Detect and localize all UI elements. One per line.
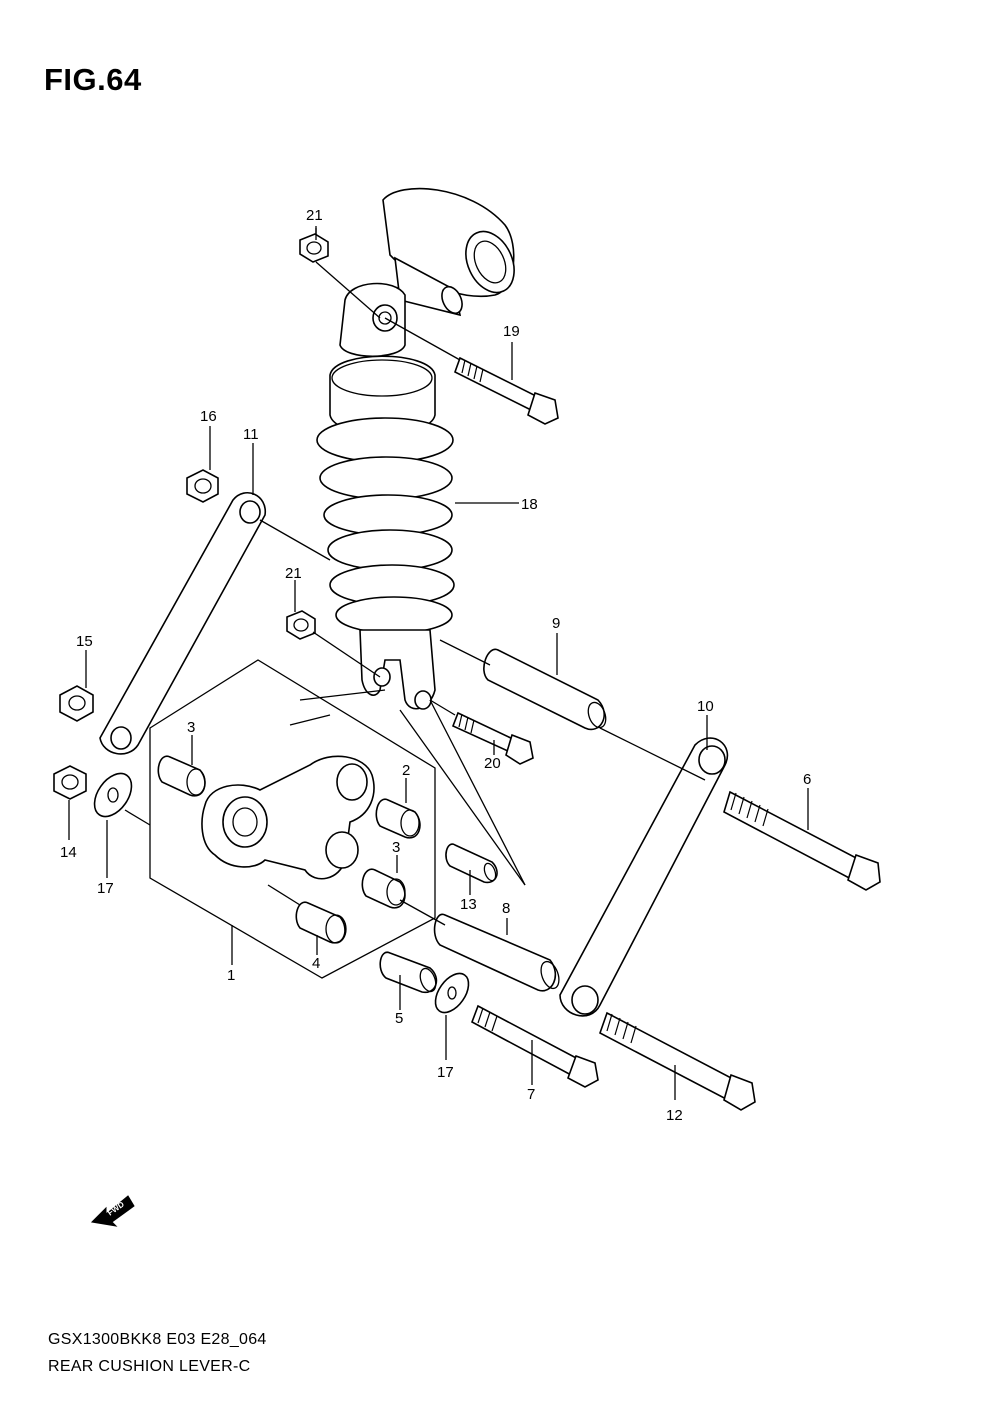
rear-shock-absorber [316,187,515,710]
bearing-3-top [157,755,206,797]
spacer-13 [445,843,498,884]
callout-10: 10 [697,698,714,715]
nut-21-lower [286,610,316,640]
callout-20: 20 [484,755,501,772]
nut-15 [59,685,94,722]
callout-19: 19 [503,323,520,340]
bearing-3-lower [361,868,406,909]
callout-13: 13 [460,896,477,913]
cushion-lever [201,755,375,880]
callout-15: 15 [76,633,93,650]
cushion-lever-assembly-box [149,659,436,979]
callout-5: 5 [395,1010,403,1027]
bolt-19 [454,356,559,425]
bearing-4 [295,901,347,944]
spacer-9 [483,648,607,731]
nut-21-upper [299,233,329,263]
spacer-5 [379,951,438,994]
bolt-12 [599,1011,756,1111]
callout-21-lower: 21 [285,565,302,582]
cushion-rod-11 [99,491,266,755]
nut-16 [186,469,219,503]
callout-21-upper: 21 [306,207,323,224]
figure-title: FIG.64 [44,62,142,97]
callout-17-left: 17 [97,880,114,897]
callout-1: 1 [227,967,235,984]
fwd-arrow-icon: FWD [90,1195,135,1227]
callout-7: 7 [527,1086,535,1103]
bearing-2 [375,798,421,839]
callout-11: 11 [243,426,259,443]
bolt-20 [451,711,534,765]
callout-6: 6 [803,771,811,788]
callout-3-lower: 3 [392,839,400,856]
callout-12: 12 [666,1107,683,1124]
model-code: GSX1300BKK8 E03 E28_064 [48,1331,267,1348]
callout-18: 18 [521,496,538,513]
callout-14: 14 [60,844,77,861]
bolt-7 [471,1004,599,1088]
callout-4: 4 [312,955,320,972]
cushion-rod-10 [559,737,729,1017]
callout-9: 9 [552,615,560,632]
callout-8: 8 [502,900,510,917]
callout-2: 2 [402,762,410,779]
bolt-6 [723,790,881,891]
washer-17-right [434,972,470,1014]
spacer-8 [433,913,560,992]
washer-17-left [93,772,133,818]
assembly-lines [68,226,809,1100]
diagram-name: REAR CUSHION LEVER-C [48,1358,251,1375]
callout-17-right: 17 [437,1064,454,1081]
callout-3-top: 3 [187,719,195,736]
callout-16: 16 [200,408,217,425]
callout-numbers: 1 2 3 3 4 5 6 7 8 9 10 11 12 13 14 15 16… [60,207,811,1124]
nut-14 [53,765,87,800]
